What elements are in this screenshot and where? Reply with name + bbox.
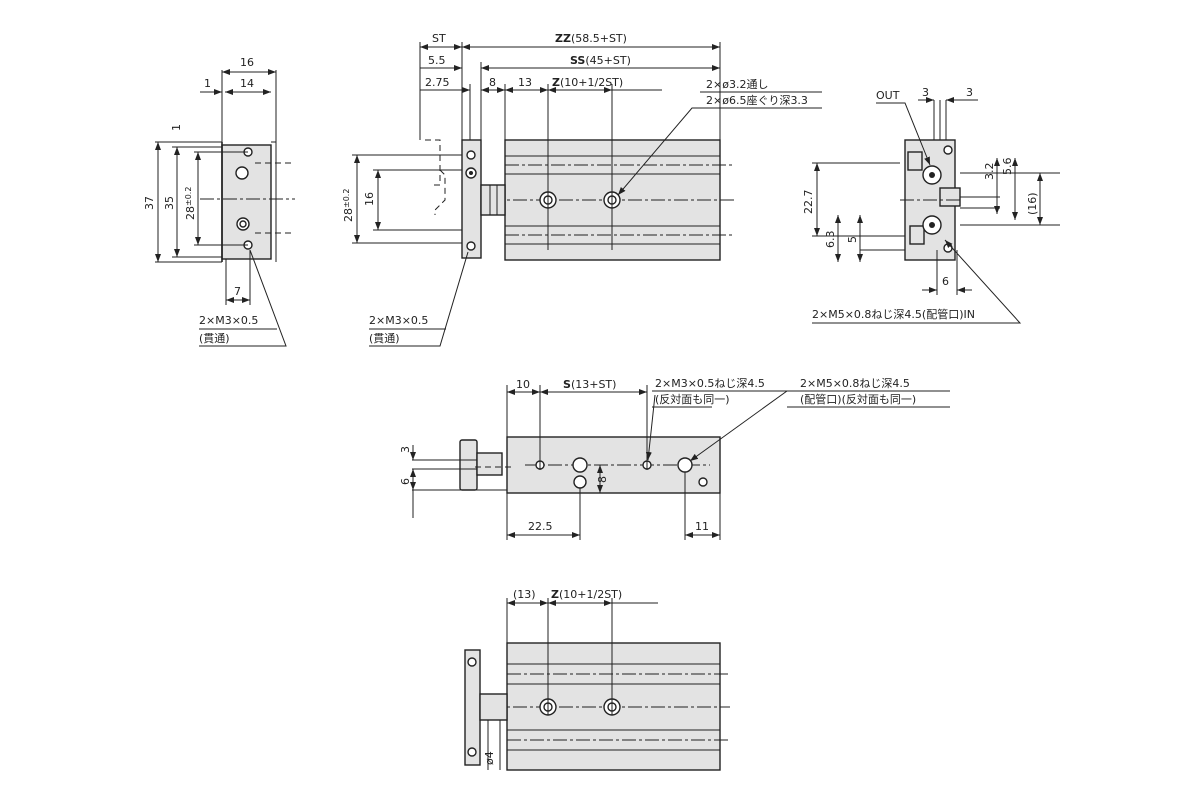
dim-z: Z(10+1/2ST) bbox=[551, 588, 622, 601]
m3-thread-note: 2×M3×0.5ねじ深4.5 bbox=[655, 377, 765, 390]
dim-ss: SS(45+ST) bbox=[570, 54, 631, 67]
dim-6-3: 6.3 bbox=[824, 231, 837, 249]
hole-note-through: 2×ø3.2通し bbox=[706, 78, 768, 91]
side-view: ST ZZ(58.5+ST) 5.5 SS(45+ST) 2.75 8 13 Z… bbox=[342, 32, 822, 347]
left-end-view: 16 14 1 1 37 35 28±0.2 7 2×M3×0.5 (貫通) bbox=[143, 56, 295, 347]
dim-zz: ZZ(58.5+ST) bbox=[555, 32, 627, 45]
dim-22-7: 22.7 bbox=[802, 190, 815, 215]
right-end-view: OUT 3 3 22.7 6.3 5 3.2 5.6 (16) 6 2×M5×0… bbox=[802, 86, 1060, 324]
piston-rod bbox=[480, 184, 506, 216]
knob bbox=[459, 439, 478, 491]
dim-s: S(13+ST) bbox=[563, 378, 616, 391]
dim-phi4: ø4 bbox=[483, 751, 496, 765]
through-note: (貫通) bbox=[199, 332, 230, 345]
dim-2-75: 2.75 bbox=[425, 76, 450, 89]
bottom-side-view: (13) Z(10+1/2ST) ø4 bbox=[464, 588, 730, 771]
dim-z: Z(10+1/2ST) bbox=[552, 76, 623, 89]
hole-note-counterbore: 2×ø6.5座ぐり深3.3 bbox=[706, 93, 808, 107]
through-note: (貫通) bbox=[369, 332, 400, 345]
dim-14: 14 bbox=[240, 77, 254, 90]
dim-13: 13 bbox=[518, 76, 532, 89]
dim-16: 16 bbox=[363, 192, 376, 206]
thread-note: 2×M3×0.5 bbox=[199, 314, 258, 327]
dim-6: 6 bbox=[399, 478, 412, 485]
dim-16-ref: (16) bbox=[1026, 192, 1039, 215]
dim-1-horizontal: 1 bbox=[204, 77, 211, 90]
m3-opposite-note: (反対面も同一) bbox=[655, 392, 730, 406]
top-view: 10 S(13+ST) 2×M3×0.5ねじ深4.5 (反対面も同一) 2×M5… bbox=[399, 377, 950, 540]
dim-8: 8 bbox=[596, 476, 609, 483]
in-port-note: 2×M5×0.8ねじ深4.5(配管口)IN bbox=[812, 307, 975, 321]
dim-3-2: 3.2 bbox=[983, 163, 996, 181]
m5-opposite-note: (配管口)(反対面も同一) bbox=[800, 392, 916, 406]
dim-3-right: 3 bbox=[966, 86, 973, 99]
thread-note: 2×M3×0.5 bbox=[369, 314, 428, 327]
dim-st: ST bbox=[432, 32, 446, 45]
dim-5-5: 5.5 bbox=[428, 54, 446, 67]
dim-22-5: 22.5 bbox=[528, 520, 553, 533]
dim-8: 8 bbox=[489, 76, 496, 89]
dim-3-left: 3 bbox=[922, 86, 929, 99]
end-plate-body bbox=[221, 144, 272, 260]
port-hole bbox=[235, 166, 249, 180]
dim-13-ref: (13) bbox=[513, 588, 536, 601]
dim-16: 16 bbox=[240, 56, 254, 69]
dim-3: 3 bbox=[399, 446, 412, 453]
out-label: OUT bbox=[876, 89, 900, 102]
dim-28-tol: 28±0.2 bbox=[342, 189, 355, 222]
dim-28-tol: 28±0.2 bbox=[184, 187, 197, 220]
dim-10: 10 bbox=[516, 378, 530, 391]
dim-11: 11 bbox=[695, 520, 709, 533]
dim-5: 5 bbox=[846, 236, 859, 243]
dim-35: 35 bbox=[163, 196, 176, 210]
m5-thread-note: 2×M5×0.8ねじ深4.5 bbox=[800, 377, 910, 390]
dim-7: 7 bbox=[234, 285, 241, 298]
dim-5-6: 5.6 bbox=[1001, 158, 1014, 176]
dim-1-vertical: 1 bbox=[170, 124, 183, 131]
dim-37: 37 bbox=[143, 196, 156, 210]
dim-6: 6 bbox=[942, 275, 949, 288]
